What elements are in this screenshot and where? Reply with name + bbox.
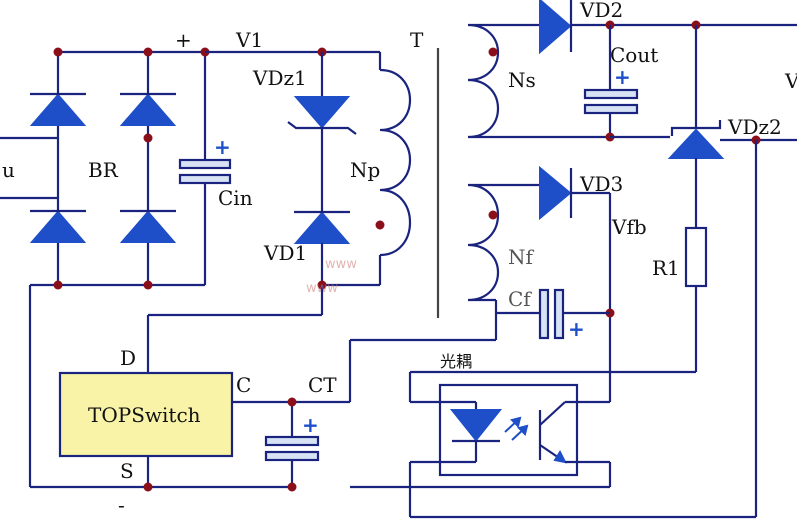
- label-cf: Cf: [508, 287, 532, 311]
- label-ns: Ns: [508, 68, 536, 92]
- label-nf: Nf: [508, 245, 535, 269]
- svg-text:+: +: [568, 317, 585, 341]
- label-vdz1: VDz1: [252, 66, 307, 90]
- label-optocoupler: 光耦: [440, 352, 472, 371]
- diode-br-2: [119, 92, 177, 126]
- label-transformer-t: T: [410, 28, 424, 52]
- label-pin-s: S: [120, 459, 134, 483]
- label-v-output: V: [784, 69, 797, 93]
- label-np: Np: [350, 158, 380, 182]
- watermark-2: www: [306, 281, 338, 296]
- secondary-winding-ns: [467, 23, 610, 139]
- label-vd1: VD1: [263, 241, 307, 265]
- capacitor-cf: +: [350, 288, 610, 342]
- diode-br-4: [119, 209, 177, 243]
- capacitor-cin: +: [178, 47, 232, 285]
- svg-text:+: +: [614, 65, 631, 89]
- resistor-r1: [410, 226, 708, 374]
- label-vd2: VD2: [579, 0, 623, 22]
- capacitor-cout: +: [583, 25, 639, 142]
- bridge-rectifier: [0, 47, 205, 290]
- optocoupler: [350, 372, 612, 517]
- svg-text:+: +: [214, 135, 231, 159]
- label-vd3: VD3: [579, 172, 623, 196]
- label-v1: V1: [235, 28, 263, 52]
- label-topswitch: TOPSwitch: [88, 403, 201, 427]
- label-ct: CT: [308, 373, 337, 397]
- label-cin: Cin: [218, 186, 253, 210]
- label-u: u: [2, 158, 15, 182]
- label-plus-top: +: [175, 28, 192, 52]
- label-pin-c: C: [236, 373, 251, 397]
- label-minus: -: [118, 493, 125, 517]
- label-vfb: Vfb: [611, 215, 647, 239]
- capacitor-ct: +: [264, 397, 320, 492]
- zener-vdz1: [287, 52, 357, 212]
- diode-vd3: [539, 165, 615, 372]
- feedback-winding-nf: [467, 183, 540, 302]
- label-pin-d: D: [120, 346, 136, 370]
- label-r1: R1: [652, 256, 680, 280]
- watermark: www: [325, 257, 357, 272]
- diode-br-3: [29, 209, 87, 243]
- label-br: BR: [88, 158, 119, 182]
- label-cout: Cout: [610, 43, 658, 67]
- label-vdz2: VDz2: [727, 115, 782, 139]
- diode-vd2: [539, 0, 797, 55]
- diode-br-1: [29, 92, 87, 126]
- topswitch-chip: [28, 285, 352, 492]
- zener-vdz2: [667, 25, 725, 228]
- svg-text:+: +: [302, 413, 319, 437]
- primary-winding-np: [375, 68, 412, 257]
